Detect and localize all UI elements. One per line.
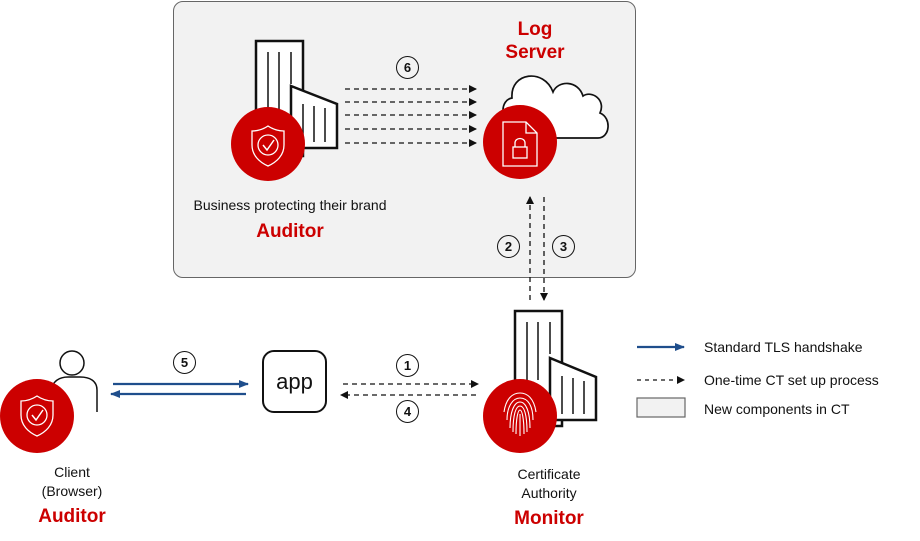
step-6-badge: 6 — [396, 56, 419, 79]
log-server-locked-document-icon — [483, 105, 557, 179]
brand-shield-check-icon — [231, 107, 305, 181]
step6-arrows — [345, 85, 477, 147]
legend-new-components-swatch — [636, 397, 686, 418]
step-2-badge: 2 — [497, 235, 520, 258]
client-caption-line1: Client — [54, 464, 90, 480]
app-box: app — [262, 350, 327, 413]
ca-caption: Certificate Authority — [490, 465, 608, 503]
client-caption-line2: (Browser) — [41, 483, 103, 499]
step-5-badge: 5 — [173, 351, 196, 374]
client-caption: Client (Browser) — [20, 463, 124, 501]
ca-fingerprint-icon — [483, 379, 557, 453]
ca-caption-line1: Certificate — [517, 466, 581, 482]
client-shield-check-icon — [0, 379, 74, 453]
ca-caption-line2: Authority — [521, 485, 577, 501]
legend-ct-label: One-time CT set up process — [704, 372, 879, 388]
log-server-title: Log Server — [490, 18, 580, 64]
step-4-badge: 4 — [396, 400, 419, 423]
log-server-title-line2: Server — [505, 42, 565, 63]
step-3-badge: 3 — [552, 235, 575, 258]
step-1-badge: 1 — [396, 354, 419, 377]
legend-tls-label: Standard TLS handshake — [704, 339, 863, 355]
brand-caption: Business protecting their brand — [193, 197, 387, 213]
ca-role: Monitor — [514, 508, 584, 529]
legend-new-components-label: New components in CT — [704, 401, 850, 417]
app-label: app — [276, 368, 313, 394]
log-server-title-line1: Log — [517, 19, 553, 40]
brand-role: Auditor — [256, 221, 324, 242]
client-role: Auditor — [38, 506, 106, 527]
